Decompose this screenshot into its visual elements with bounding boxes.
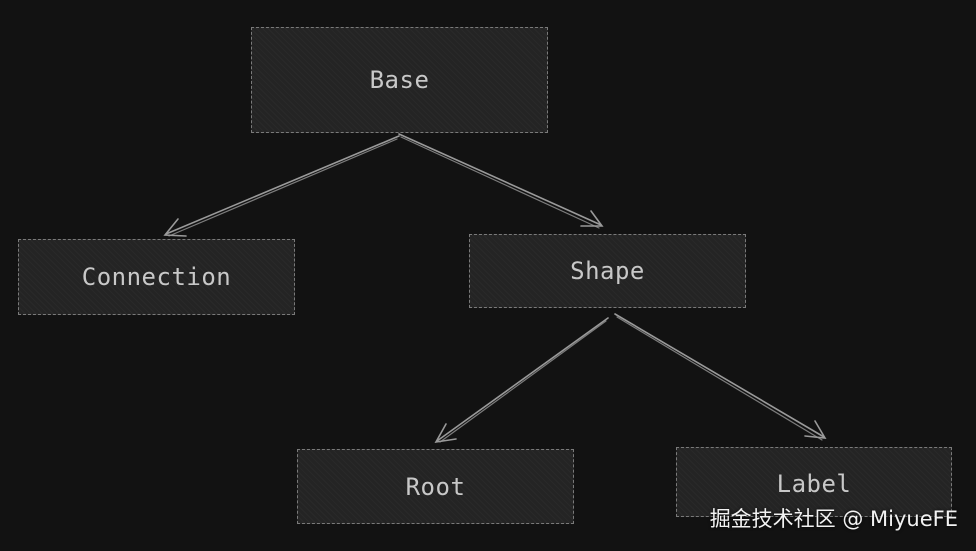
node-connection: Connection (18, 239, 295, 315)
edge-base-shape (398, 133, 604, 229)
node-root: Root (297, 449, 574, 524)
edge-base-connection (163, 135, 400, 237)
edge-shape-root (434, 317, 609, 444)
node-connection-text: Connection (81, 263, 232, 291)
node-label-text: Label (776, 470, 852, 498)
node-base-text: Base (369, 66, 430, 94)
node-shape-text: Shape (570, 257, 645, 285)
node-shape: Shape (469, 234, 746, 308)
watermark-text: 掘金技术社区 @ MiyueFE (709, 507, 958, 531)
edge-shape-label (614, 313, 827, 441)
node-root-text: Root (405, 472, 466, 501)
node-base: Base (251, 27, 548, 133)
node-label: Label (676, 447, 952, 517)
